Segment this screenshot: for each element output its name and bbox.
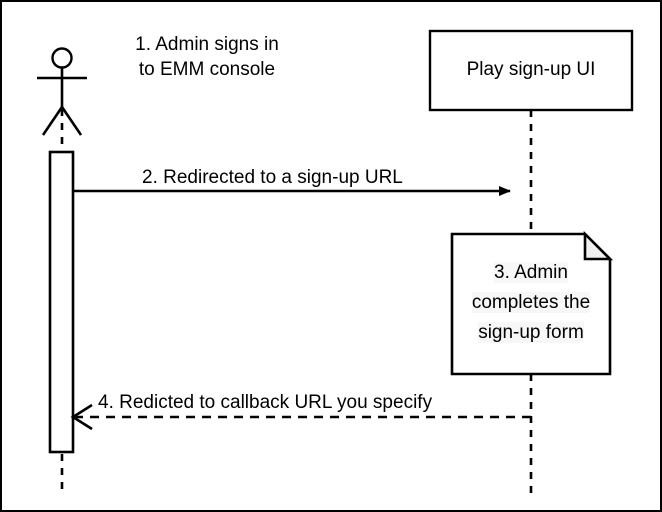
step-2-label: 2. Redirected to a sign-up URL xyxy=(142,167,403,188)
actor-stick-figure xyxy=(37,47,87,136)
message-arrow-4-open-head-icon xyxy=(70,403,93,431)
actor-activation-bar xyxy=(48,150,75,454)
step-4-label: 4. Redicted to callback URL you specify xyxy=(98,392,433,413)
step-1-label: 1. Admin signs in to EMM console xyxy=(135,34,279,80)
participant-label-play-signup-ui: Play sign-up UI xyxy=(466,59,596,80)
actor-left-leg-line xyxy=(41,106,64,136)
note-line-1: 3. Admin completes the sign-up form xyxy=(471,262,591,343)
step-3-note-label: 3. Admin completes the sign-up form xyxy=(452,258,610,348)
note-folded-corner-icon xyxy=(583,230,614,261)
actor-right-leg-line xyxy=(60,106,83,136)
actor-head-icon xyxy=(51,47,73,69)
